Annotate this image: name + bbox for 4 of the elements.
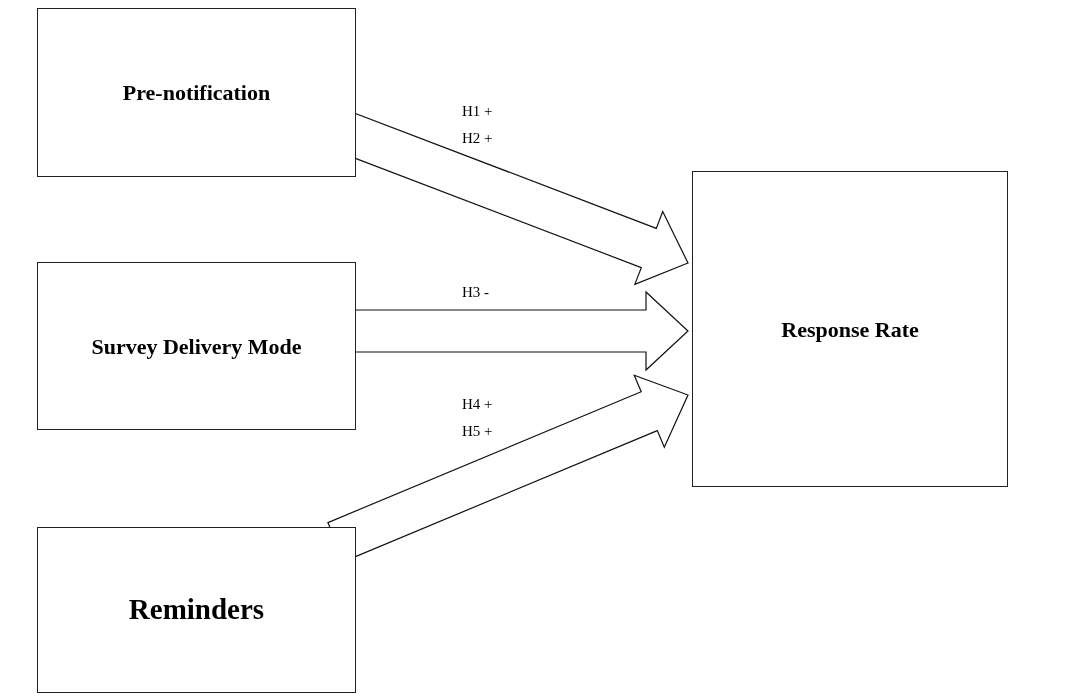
- concept-box: Response Rate: [692, 171, 1008, 487]
- concept-box: Pre-notification: [37, 8, 356, 177]
- concept-box: Survey Delivery Mode: [37, 262, 356, 430]
- concept-box: Reminders: [37, 527, 356, 693]
